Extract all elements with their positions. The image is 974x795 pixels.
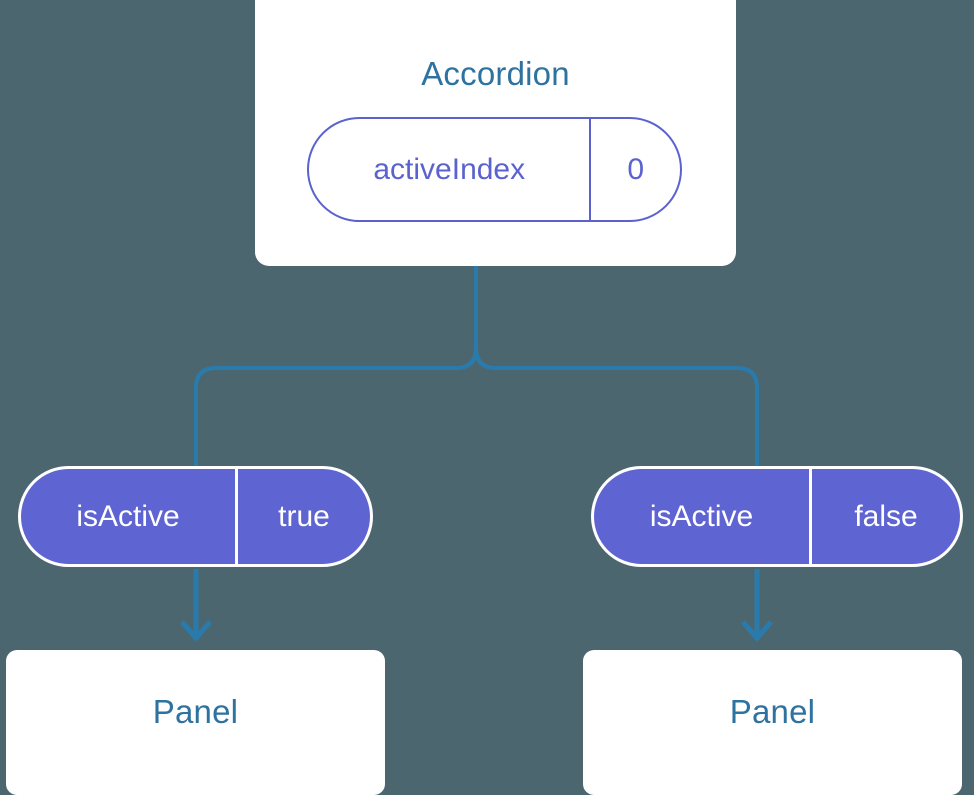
state-pill-is-active-false[interactable]: isActive false [591,466,963,567]
accordion-title: Accordion [421,55,570,92]
prop-value-active-index: 0 [589,119,680,220]
arrow-right-head-icon [741,620,773,642]
state-pill-is-active-true[interactable]: isActive true [18,466,373,567]
prop-pill-active-index[interactable]: activeIndex 0 [307,117,682,222]
connector-root-to-right-branch [474,266,759,466]
panel-title-left: Panel [152,693,239,730]
panel-title-right: Panel [729,693,816,730]
state-value-is-active-right: false [809,469,960,564]
connector-root-to-left-branch [194,347,478,466]
state-key-is-active-right: isActive [649,499,754,533]
prop-key-active-index: activeIndex [373,152,526,186]
state-key-is-active-left: isActive [76,499,180,533]
diagram-canvas: Accordion activeIndex 0 isActive true Pa… [6,0,963,795]
panel-component-card-right[interactable]: Panel [583,650,962,795]
panel-component-card-left[interactable]: Panel [6,650,385,795]
arrow-left-head-icon [180,620,212,642]
state-value-is-active-left: true [235,469,370,564]
